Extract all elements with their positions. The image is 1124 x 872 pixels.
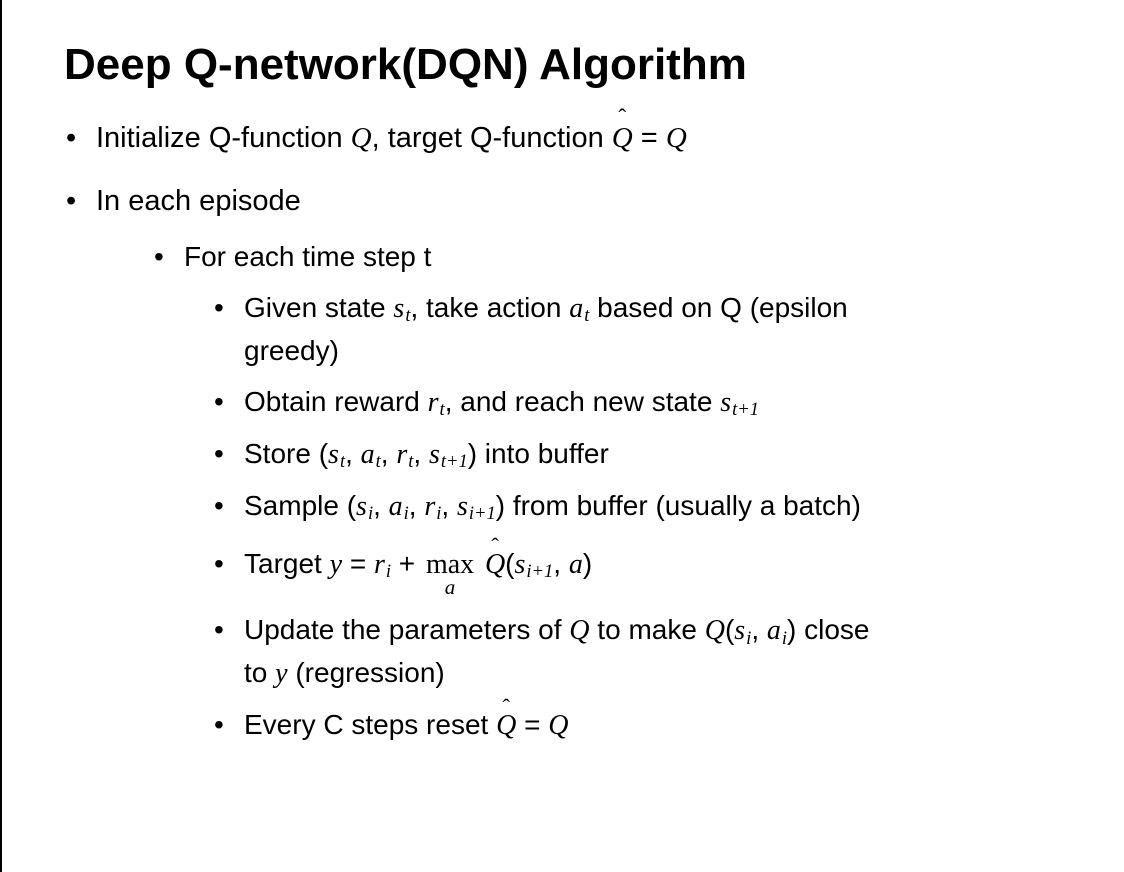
text-run: ) into buffer [467, 437, 609, 469]
text-run: to make [589, 614, 705, 646]
bullet-item: • In each episode [66, 180, 1124, 224]
math-variable: Q [704, 615, 725, 647]
math-variable: Q [548, 710, 569, 742]
bullet-marker: • [214, 547, 224, 579]
math-variable: ri [373, 548, 392, 582]
text-run: ) from buffer (usually a batch) [495, 489, 861, 521]
text-run: = [632, 121, 666, 154]
math-variable: si [356, 490, 374, 524]
math-variable: Q [350, 121, 372, 154]
text-run: (regression) [287, 657, 445, 689]
text-run: , [553, 547, 569, 579]
math-variable: ri [424, 490, 442, 524]
bullet-text: Obtain reward rt, and reach new state st… [244, 381, 1124, 424]
text-run: , [413, 437, 429, 469]
math-variable: st [393, 292, 411, 326]
bullet-item: • For each time step t [154, 236, 1124, 278]
text-run: Initialize Q-function [96, 121, 351, 154]
text-run: greedy) [244, 334, 339, 366]
text-run: , [408, 489, 425, 521]
bullet-text: For each time step t [184, 236, 1124, 278]
text-run [477, 548, 485, 579]
bullet-marker: • [66, 121, 77, 154]
text-run: , [441, 489, 457, 521]
bullet-text: Given state st, take action at based on … [244, 287, 1124, 372]
text-run: Given state [244, 291, 394, 323]
text-run: Store ( [244, 437, 329, 469]
bullet-text: Update the parameters of Q to make Q(si,… [244, 609, 1124, 695]
bullet-item: • Store (st, at, rt, st+1) into buffer [214, 433, 1124, 476]
text-run: Target [244, 547, 330, 579]
text-run: = [516, 709, 549, 741]
text-run: ( [724, 614, 735, 646]
bullet-item: •Initialize Q-function Q, target Q-funct… [66, 105, 1124, 161]
math-variable: si [734, 615, 752, 648]
bullet-marker: • [214, 437, 224, 469]
math-variable: Q [665, 121, 687, 154]
text-run: , [751, 614, 767, 646]
math-variable: at [360, 438, 381, 472]
text-run: + [391, 547, 423, 579]
text-run: Obtain reward [244, 385, 428, 417]
bullet-item: • Obtain reward rt, and reach new state s… [214, 381, 1124, 424]
text-run: , [380, 437, 397, 469]
math-variable: st [328, 438, 346, 472]
text-run: to [244, 657, 276, 689]
math-variable: Q [569, 615, 590, 647]
text-run: In each episode [96, 185, 301, 218]
bullet-text: Initialize Q-function Q, target Q-functi… [96, 105, 1124, 161]
math-variable: rt [427, 386, 445, 420]
text-run: Every C steps reset [244, 709, 497, 741]
text-run: Sample ( [244, 489, 357, 521]
math-variable: at [569, 292, 590, 326]
text-run: , [345, 437, 361, 469]
bullet-item: • Sample (si, ai, ri, si+1) from buffer (… [214, 485, 1124, 528]
slide-title: Deep Q-network(DQN) Algorithm [64, 40, 747, 89]
bullet-marker: • [214, 489, 224, 521]
text-run: ) close [787, 614, 870, 646]
text-run: , [373, 489, 389, 521]
math-variable: a [568, 548, 583, 580]
text-run: = [342, 547, 374, 579]
math-variable: rt [396, 438, 414, 472]
bullet-marker: • [214, 291, 224, 323]
math-variable: si+1 [456, 490, 496, 524]
math-variable: ai [388, 490, 409, 524]
text-run: Update the parameters of [244, 614, 570, 646]
text-run: , target Q-function [371, 121, 612, 154]
bullet-marker: • [154, 240, 164, 272]
text-run: For each time step t [184, 240, 432, 272]
bullet-marker: • [214, 385, 224, 417]
text-run: , take action [410, 291, 570, 323]
text-run: , and reach new state [444, 385, 721, 417]
text-run: based on Q (epsilon [589, 291, 848, 323]
bullet-text: Sample (si, ai, ri, si+1) from buffer (u… [244, 485, 1124, 528]
bullet-text: Store (st, at, rt, st+1) into buffer [244, 433, 1124, 476]
math-variable: y [275, 658, 288, 690]
math-variable: ai [766, 615, 788, 648]
math-variable: si+1 [514, 548, 554, 582]
bullet-marker: • [214, 709, 224, 741]
bullet-text: In each episode [96, 180, 1124, 224]
bullet-marker: • [66, 185, 77, 218]
bullet-item: •Update the parameters of Q to make Q(si… [214, 609, 1124, 695]
text-run: ) [582, 547, 593, 579]
bullet-list: •Initialize Q-function Q, target Q-funct… [2, 105, 1124, 748]
bullet-item: • Given state st, take action at based on… [214, 287, 1124, 372]
math-variable: y [329, 548, 343, 580]
math-variable: st+1 [428, 438, 468, 472]
bullet-marker: • [214, 614, 224, 646]
math-variable: st+1 [720, 386, 759, 420]
text-run: ( [505, 547, 515, 579]
